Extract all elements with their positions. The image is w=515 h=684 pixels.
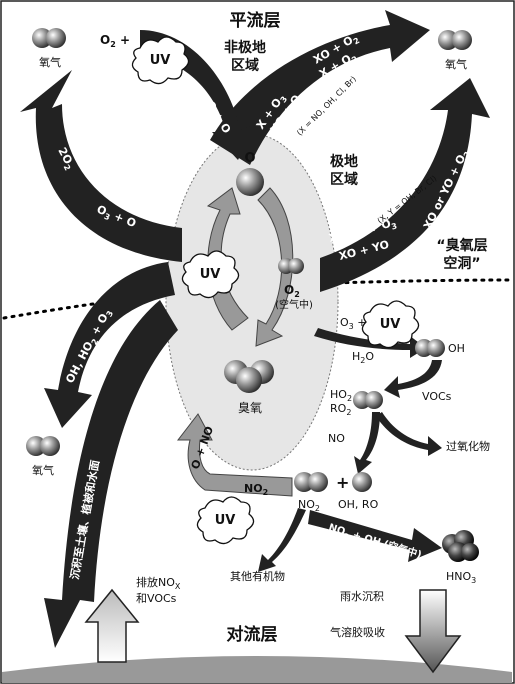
- uv-cloud-mid: UV: [181, 250, 240, 299]
- hno3-label: HNO3: [446, 570, 476, 585]
- arrow-oh-ho2: [44, 262, 175, 428]
- rainout-label: 雨水沉积: [340, 590, 384, 603]
- rainout-arrow: [404, 589, 462, 674]
- oxygen-molecule-tl: [32, 28, 66, 48]
- o-atom: [236, 168, 264, 196]
- o2-label: O2: [284, 283, 300, 299]
- ground: [2, 656, 512, 683]
- vocs-label: VOCs: [422, 390, 452, 403]
- arrow-to-organics: [258, 508, 306, 572]
- emission-label-2: 和VOCs: [136, 592, 177, 605]
- arrow-non-polar: [210, 10, 430, 165]
- uv-label-bottom: UV: [215, 513, 236, 528]
- hno3-molecule: [442, 530, 479, 562]
- peroxides-label: 过氧化物: [446, 439, 490, 453]
- o2-plus-label: O2 +: [100, 33, 130, 49]
- aerosol-label: 气溶胶吸收: [330, 625, 385, 639]
- oh-ro-label: OH, RO: [338, 498, 379, 511]
- no2-arrow-label: NO2: [244, 482, 268, 497]
- uv-label-mid: UV: [200, 267, 221, 282]
- emission-arrow: [84, 588, 140, 663]
- non-polar-label: 非极地: [224, 39, 266, 56]
- region-label-1: 区域: [231, 57, 259, 74]
- other-organics-label: 其他有机物: [230, 569, 285, 583]
- oh-molecule: [415, 339, 445, 357]
- no-label: NO: [328, 432, 345, 445]
- uv-cloud-o3: UV: [361, 300, 420, 349]
- ho2-molecule: [353, 391, 383, 409]
- arrow-uv-o2: [140, 30, 256, 160]
- arrow-ho2-to-peroxides: [376, 412, 442, 456]
- o2-in-air-molecule: [278, 258, 304, 274]
- in-air-label: (空气中): [275, 298, 313, 311]
- uv-cloud-bottom: UV: [196, 496, 255, 545]
- no2-label: NO2: [298, 498, 320, 513]
- oh-label: OH: [448, 342, 465, 355]
- oh-ro-molecule: [352, 472, 372, 492]
- stratosphere-label: 平流层: [230, 10, 281, 31]
- oxygen-label-tr: 氧气: [445, 57, 467, 71]
- arrow-ho2-to-no2: [354, 412, 380, 474]
- oxygen-molecule-left: [26, 436, 60, 456]
- o3-plus-label: O3 +: [340, 316, 366, 331]
- arrow-cycle-down: [255, 187, 294, 347]
- arrow-polar: [320, 78, 490, 292]
- ozone-hole-label-2: 空洞”: [443, 255, 480, 272]
- arrow-no2-to-ozone: [176, 413, 293, 497]
- ho2-label: HO2: [330, 388, 352, 403]
- ozone-molecule: [224, 360, 274, 393]
- ro2-label: RO2: [330, 402, 351, 417]
- oxygen-label-left: 氧气: [32, 463, 54, 477]
- ozone-hole-label-1: “臭氧层: [436, 237, 487, 254]
- polar-label: 极地: [330, 153, 358, 170]
- uv-label-top: UV: [150, 53, 171, 68]
- uv-cloud-top: UV: [131, 36, 190, 85]
- arrow-deposition: [44, 300, 178, 648]
- region-label-2: 区域: [330, 171, 358, 188]
- arrow-no2-oh: [308, 510, 442, 562]
- troposphere-label: 对流层: [227, 624, 278, 645]
- o-atom-label: O: [244, 151, 255, 166]
- no2-molecule: [294, 472, 328, 492]
- uv-label-o3: UV: [380, 317, 401, 332]
- oxygen-molecule-tr: [438, 30, 472, 50]
- plus-sign: +: [336, 473, 349, 492]
- h2o-label: H2O: [352, 350, 374, 365]
- arrow-to-oxygen-tl: [20, 70, 182, 262]
- ozone-label: 臭氧: [238, 400, 262, 415]
- oxygen-label-tl: 氧气: [39, 55, 61, 69]
- emission-label-1: 排放NOX: [136, 575, 181, 591]
- arrow-oh-to-ho2: [384, 360, 442, 398]
